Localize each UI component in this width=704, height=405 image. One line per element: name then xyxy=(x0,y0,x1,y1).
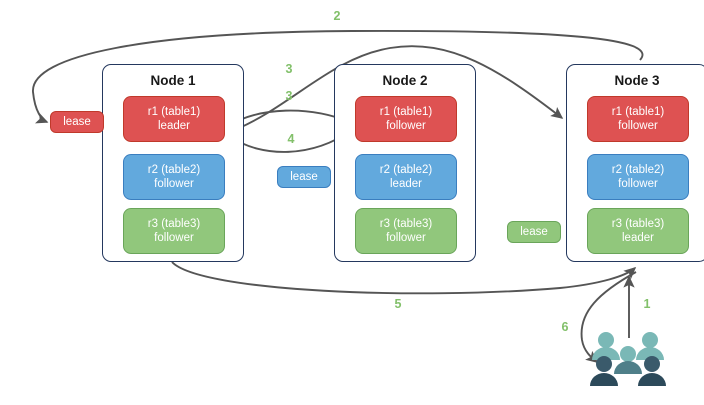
replica-n2r3[interactable]: r3 (table3) follower xyxy=(355,208,457,254)
replica-role: follower xyxy=(386,120,426,132)
lease-badge-table3[interactable]: lease xyxy=(507,221,561,243)
lease-label: lease xyxy=(520,226,548,238)
replica-name: r3 (table3) xyxy=(379,218,433,230)
edge-step-5 xyxy=(171,261,637,295)
lease-badge-table1[interactable]: lease xyxy=(50,111,104,133)
lease-label: lease xyxy=(290,171,318,183)
replica-name: r2 (table2) xyxy=(379,164,433,176)
edge-label-step-3a: 3 xyxy=(285,62,293,76)
lease-label: lease xyxy=(63,116,91,128)
replica-name: r2 (table2) xyxy=(147,164,201,176)
users-middle-person xyxy=(614,346,642,374)
replica-role: leader xyxy=(622,232,654,244)
edge-label-step-5: 5 xyxy=(394,297,402,311)
replica-name: r2 (table2) xyxy=(611,164,665,176)
replica-name: r3 (table3) xyxy=(611,218,665,230)
users-front-row xyxy=(590,356,666,386)
replica-role: leader xyxy=(390,178,422,190)
edge-step-3-inner xyxy=(225,109,352,128)
replica-name: r1 (table1) xyxy=(379,106,433,118)
replica-name: r3 (table3) xyxy=(147,218,201,230)
replica-role: follower xyxy=(386,232,426,244)
users-icon[interactable] xyxy=(588,330,672,392)
edge-label-step-4: 4 xyxy=(287,132,295,146)
edge-label-step-3b: 3 xyxy=(285,89,293,103)
replica-role: follower xyxy=(154,178,194,190)
replica-name: r1 (table1) xyxy=(147,106,201,118)
lease-badge-table2[interactable]: lease xyxy=(277,166,331,188)
replica-name: r1 (table1) xyxy=(611,106,665,118)
replica-n2r2[interactable]: r2 (table2) leader xyxy=(355,154,457,200)
replica-n1r1[interactable]: r1 (table1) leader xyxy=(123,96,225,142)
edge-label-step-2: 2 xyxy=(333,9,341,23)
replica-n1r2[interactable]: r2 (table2) follower xyxy=(123,154,225,200)
node-title: Node 3 xyxy=(614,73,660,88)
replica-role: follower xyxy=(154,232,194,244)
node-box-node3[interactable]: Node 3 r1 (table1) follower r2 (table2) … xyxy=(566,64,704,262)
edge-label-step-1: 1 xyxy=(643,297,651,311)
replica-n2r1[interactable]: r1 (table1) follower xyxy=(355,96,457,142)
node-box-node1[interactable]: Node 1 r1 (table1) leader r2 (table2) fo… xyxy=(102,64,244,262)
replica-n3r2[interactable]: r2 (table2) follower xyxy=(587,154,689,200)
node-title: Node 1 xyxy=(150,73,196,88)
replica-role: follower xyxy=(618,178,658,190)
replica-role: follower xyxy=(618,120,658,132)
node-title: Node 2 xyxy=(382,73,428,88)
replica-n3r3[interactable]: r3 (table3) leader xyxy=(587,208,689,254)
users-back-row xyxy=(592,332,664,360)
replica-n3r1[interactable]: r1 (table1) follower xyxy=(587,96,689,142)
replica-role: leader xyxy=(158,120,190,132)
edge-label-step-6: 6 xyxy=(561,320,569,334)
node-box-node2[interactable]: Node 2 r1 (table1) follower r2 (table2) … xyxy=(334,64,476,262)
replica-n1r3[interactable]: r3 (table3) follower xyxy=(123,208,225,254)
